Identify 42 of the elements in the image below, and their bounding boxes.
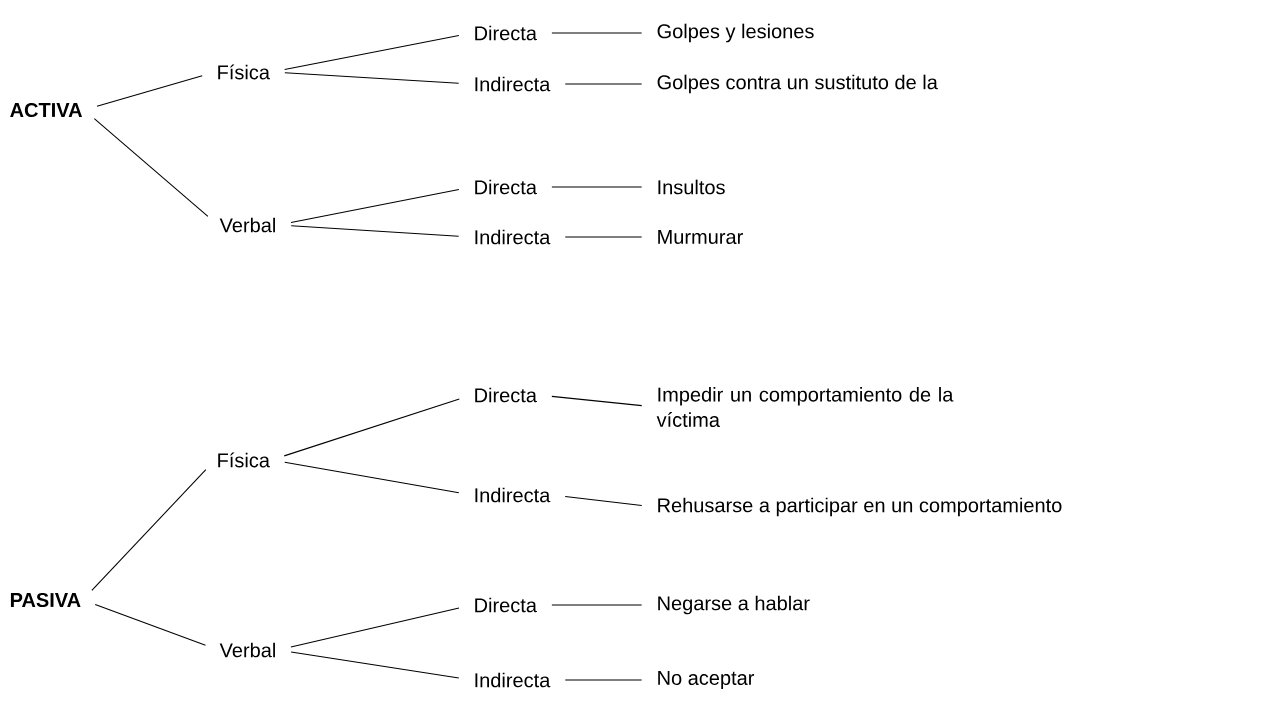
connector-line — [290, 607, 460, 648]
example-text: Golpes contra un sustituto de la — [657, 74, 938, 94]
connector-line — [284, 35, 460, 70]
connector-line — [284, 72, 460, 84]
branch-label: Directa — [475, 179, 537, 195]
connector-line — [551, 395, 643, 407]
branch-label: Física — [218, 64, 270, 80]
branch-label: Directa — [475, 387, 537, 403]
example-text: Rehusarse a participar en un comportamiento — [658, 497, 1062, 517]
example-text: Impedir un comportamiento de la víctima — [656, 387, 954, 427]
connector-line — [290, 651, 460, 679]
connector-line — [551, 186, 643, 188]
connector-line — [93, 118, 209, 217]
connector-line — [551, 604, 643, 606]
branch-label: Indirecta — [475, 487, 551, 503]
connector-line — [96, 75, 203, 107]
example-text: Murmurar — [658, 230, 743, 244]
branch-label: Indirecta — [475, 672, 551, 688]
branch-label: Verbal — [219, 642, 275, 658]
connector-line — [290, 189, 460, 223]
example-text: Negarse a hablar — [658, 595, 810, 615]
branch-label: Verbal — [219, 217, 275, 233]
branch-label: Indirecta — [475, 76, 551, 92]
connector-line — [564, 679, 643, 681]
connector-line — [284, 461, 460, 494]
connector-line — [564, 83, 643, 85]
connector-line — [564, 236, 643, 238]
branch-label: Física — [218, 452, 270, 468]
branch-label: Directa — [475, 597, 537, 613]
connector-line — [290, 225, 460, 237]
connector-line — [91, 469, 207, 591]
example-text: Insultos — [658, 179, 725, 195]
example-text: No aceptar — [658, 671, 755, 689]
branch-label: Indirecta — [475, 229, 551, 245]
example-text: Golpes y lesiones — [657, 23, 814, 43]
category-label: ACTIVA — [10, 102, 83, 118]
connector-line — [564, 496, 643, 506]
category-label: PASIVA — [10, 592, 81, 608]
connector-line — [551, 32, 643, 34]
branch-label: Directa — [475, 25, 537, 41]
connector-line — [94, 604, 207, 646]
connector-line — [283, 398, 460, 457]
